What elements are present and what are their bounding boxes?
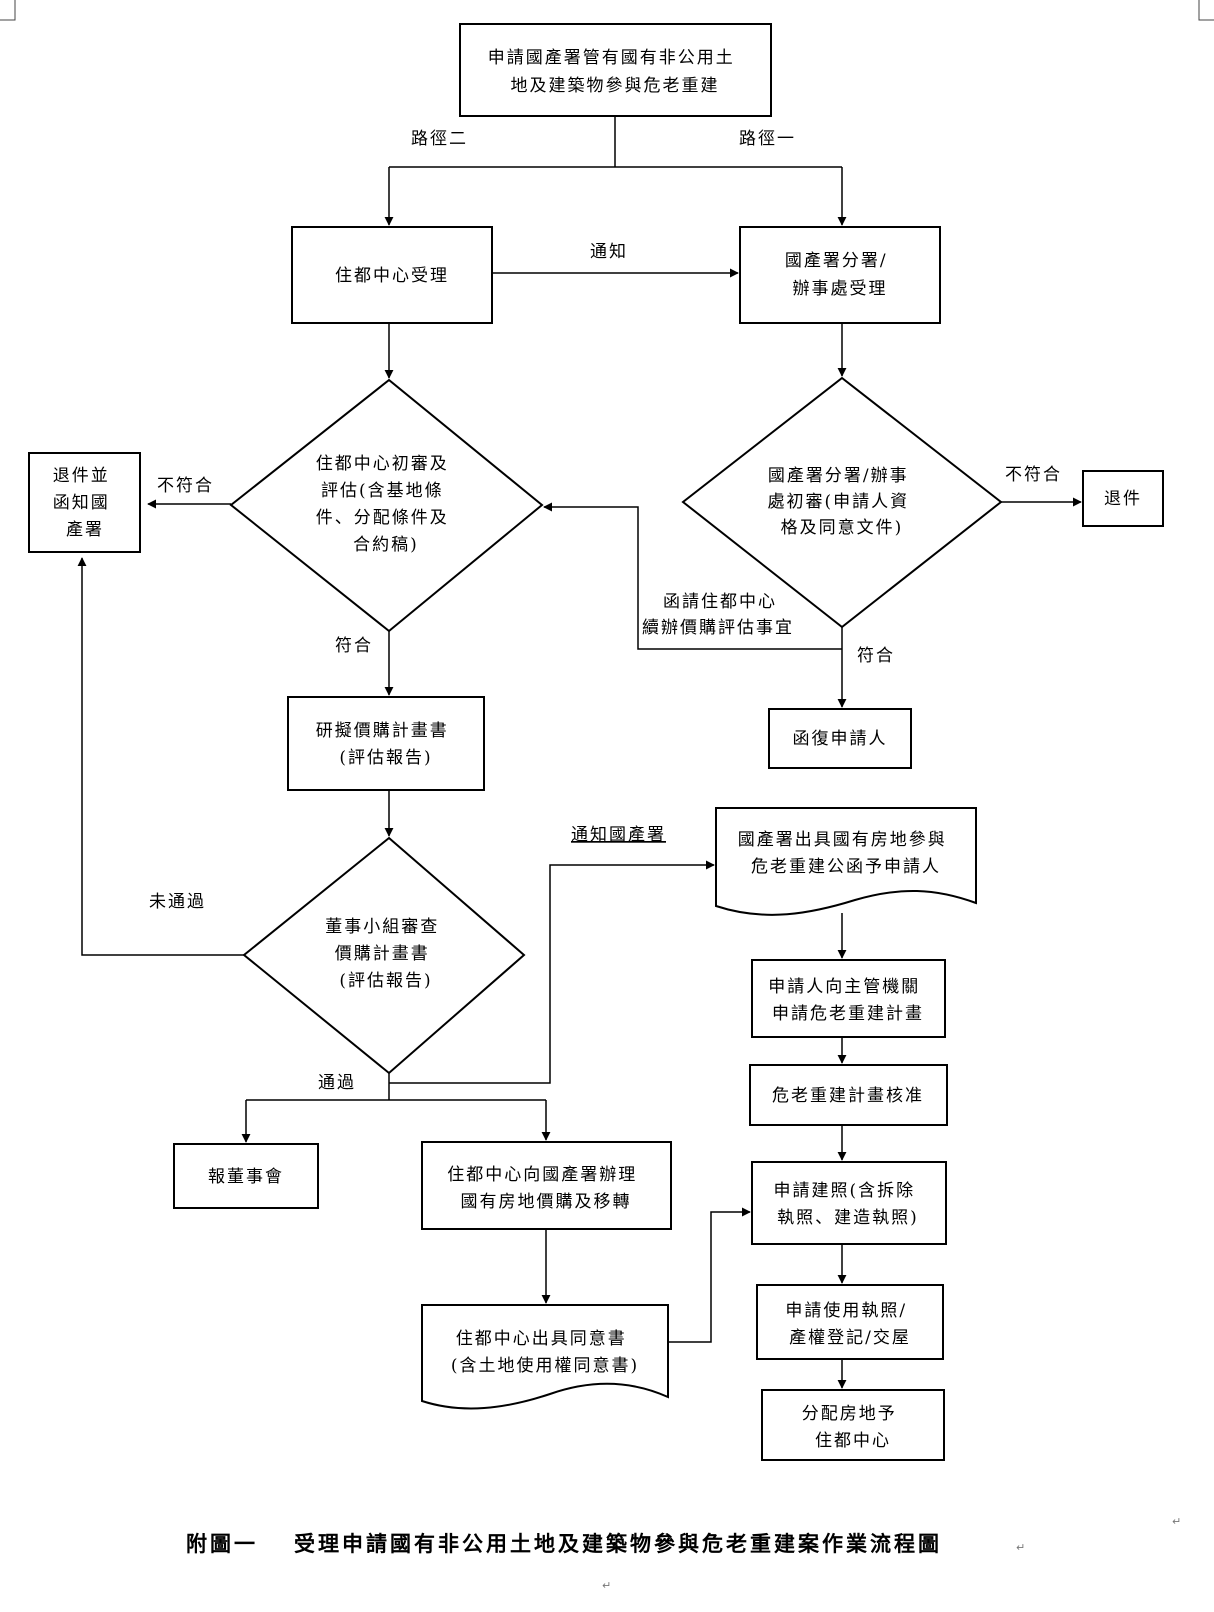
node-board-review: 董事小組審查 價購計畫書 (評估報告) <box>242 836 526 1075</box>
label-path-one: 路徑一 <box>739 129 796 149</box>
page-corner-mark-left <box>0 0 16 21</box>
node-reply-applicant: 函復申請人 <box>768 708 912 769</box>
node-return-notify-text: 退件並 函知國 產署 <box>53 466 117 540</box>
edge-notify-nprd <box>389 860 715 1084</box>
edge-consent-to-permit <box>668 1207 751 1343</box>
node-hd-consent: 住都中心出具同意書 (含土地使用權同意書) <box>421 1304 669 1410</box>
caption-label: 附圖一 <box>186 1531 258 1556</box>
paragraph-mark-bottom: ↵ <box>602 1579 611 1592</box>
node-apply-authority-text: 申請人向主管機關 申請危老重建計畫 <box>768 977 927 1024</box>
node-apply-authority: 申請人向主管機關 申請危老重建計畫 <box>751 959 946 1038</box>
node-hd-consent-text: 住都中心出具同意書 (含土地使用權同意書) <box>451 1329 639 1376</box>
node-report-board-text: 報董事會 <box>208 1167 284 1187</box>
label-not-passed: 未通過 <box>149 892 206 912</box>
node-board-review-text: 董事小組審查 價購計畫書 (評估報告) <box>325 917 446 991</box>
label-match-left: 符合 <box>335 636 373 656</box>
paragraph-mark-right: ↵ <box>1172 1515 1181 1528</box>
node-apply-use-permit: 申請使用執照/ 產權登記/交屋 <box>756 1284 944 1360</box>
label-path-two: 路徑二 <box>411 129 468 149</box>
node-nprd-review-text: 國產署分署/辦事 處初審(申請人資 格及同意文件) <box>767 466 916 538</box>
node-return-notify: 退件並 函知國 產署 <box>28 452 141 553</box>
node-return-text: 退件 <box>1104 489 1142 509</box>
node-nprd-issue-letter-text: 國產署出具國有房地參與 危老重建公函予申請人 <box>738 830 954 877</box>
node-hd-center-accept-text: 住都中心受理 <box>335 266 449 286</box>
node-plan-approved: 危老重建計畫核准 <box>749 1064 948 1126</box>
node-apply-permit-text: 申請建照(含拆除 執照、建造執照) <box>773 1181 922 1228</box>
node-hd-center-review: 住都中心初審及 評估(含基地條 件、分配條件及 合約稿) <box>229 378 544 633</box>
node-return: 退件 <box>1082 470 1164 527</box>
node-apply-use-permit-text: 申請使用執照/ 產權登記/交屋 <box>785 1300 914 1348</box>
label-match-right: 符合 <box>857 646 895 666</box>
label-passed: 通過 <box>318 1073 356 1093</box>
paragraph-mark-caption: ↵ <box>1016 1541 1025 1554</box>
page-corner-mark-right <box>1198 0 1214 21</box>
node-start-text: 申請國產署管有國有非公用土 地及建築物參與危老重建 <box>488 48 742 96</box>
node-start: 申請國產署管有國有非公用土 地及建築物參與危老重建 <box>459 23 772 117</box>
label-request-hd-2: 續辦價購評估事宜 <box>642 618 794 638</box>
node-hd-center-accept: 住都中心受理 <box>291 226 493 324</box>
node-hd-purchase: 住都中心向國產署辦理 國有房地價購及移轉 <box>421 1141 672 1230</box>
edge-request-hd-center <box>543 502 842 650</box>
caption-title: 受理申請國有非公用土地及建築物參與危老重建案作業流程圖 <box>294 1531 942 1556</box>
node-allocate: 分配房地予 住都中心 <box>761 1389 945 1461</box>
node-draft-plan: 研擬價購計畫書 (評估報告) <box>287 696 485 791</box>
node-hd-center-review-text: 住都中心初審及 評估(含基地條 件、分配條件及 合約稿) <box>316 454 456 555</box>
label-not-match-left: 不符合 <box>157 476 214 496</box>
label-notify-nprd: 通知國產署 <box>571 825 666 845</box>
node-hd-purchase-text: 住都中心向國產署辦理 國有房地價購及移轉 <box>447 1165 644 1212</box>
node-allocate-text: 分配房地予 住都中心 <box>802 1404 904 1451</box>
node-nprd-review: 國產署分署/辦事 處初審(申請人資 格及同意文件) <box>681 376 1003 629</box>
node-apply-permit: 申請建照(含拆除 執照、建造執照) <box>751 1161 947 1245</box>
label-notify: 通知 <box>590 242 628 262</box>
label-not-match-right: 不符合 <box>1005 465 1062 485</box>
node-draft-plan-text: 研擬價購計畫書 (評估報告) <box>316 721 456 768</box>
node-nprd-branch-accept-text: 國產署分署/ 辦事處受理 <box>785 251 895 299</box>
node-nprd-branch-accept: 國產署分署/ 辦事處受理 <box>739 226 941 324</box>
node-plan-approved-text: 危老重建計畫核准 <box>772 1086 924 1106</box>
node-reply-applicant-text: 函復申請人 <box>793 729 888 749</box>
node-nprd-issue-letter: 國產署出具國有房地參與 危老重建公函予申請人 <box>715 807 977 916</box>
node-report-board: 報董事會 <box>173 1143 319 1209</box>
edge-not-passed <box>77 557 244 956</box>
label-request-hd-1: 函請住都中心 <box>663 592 777 612</box>
